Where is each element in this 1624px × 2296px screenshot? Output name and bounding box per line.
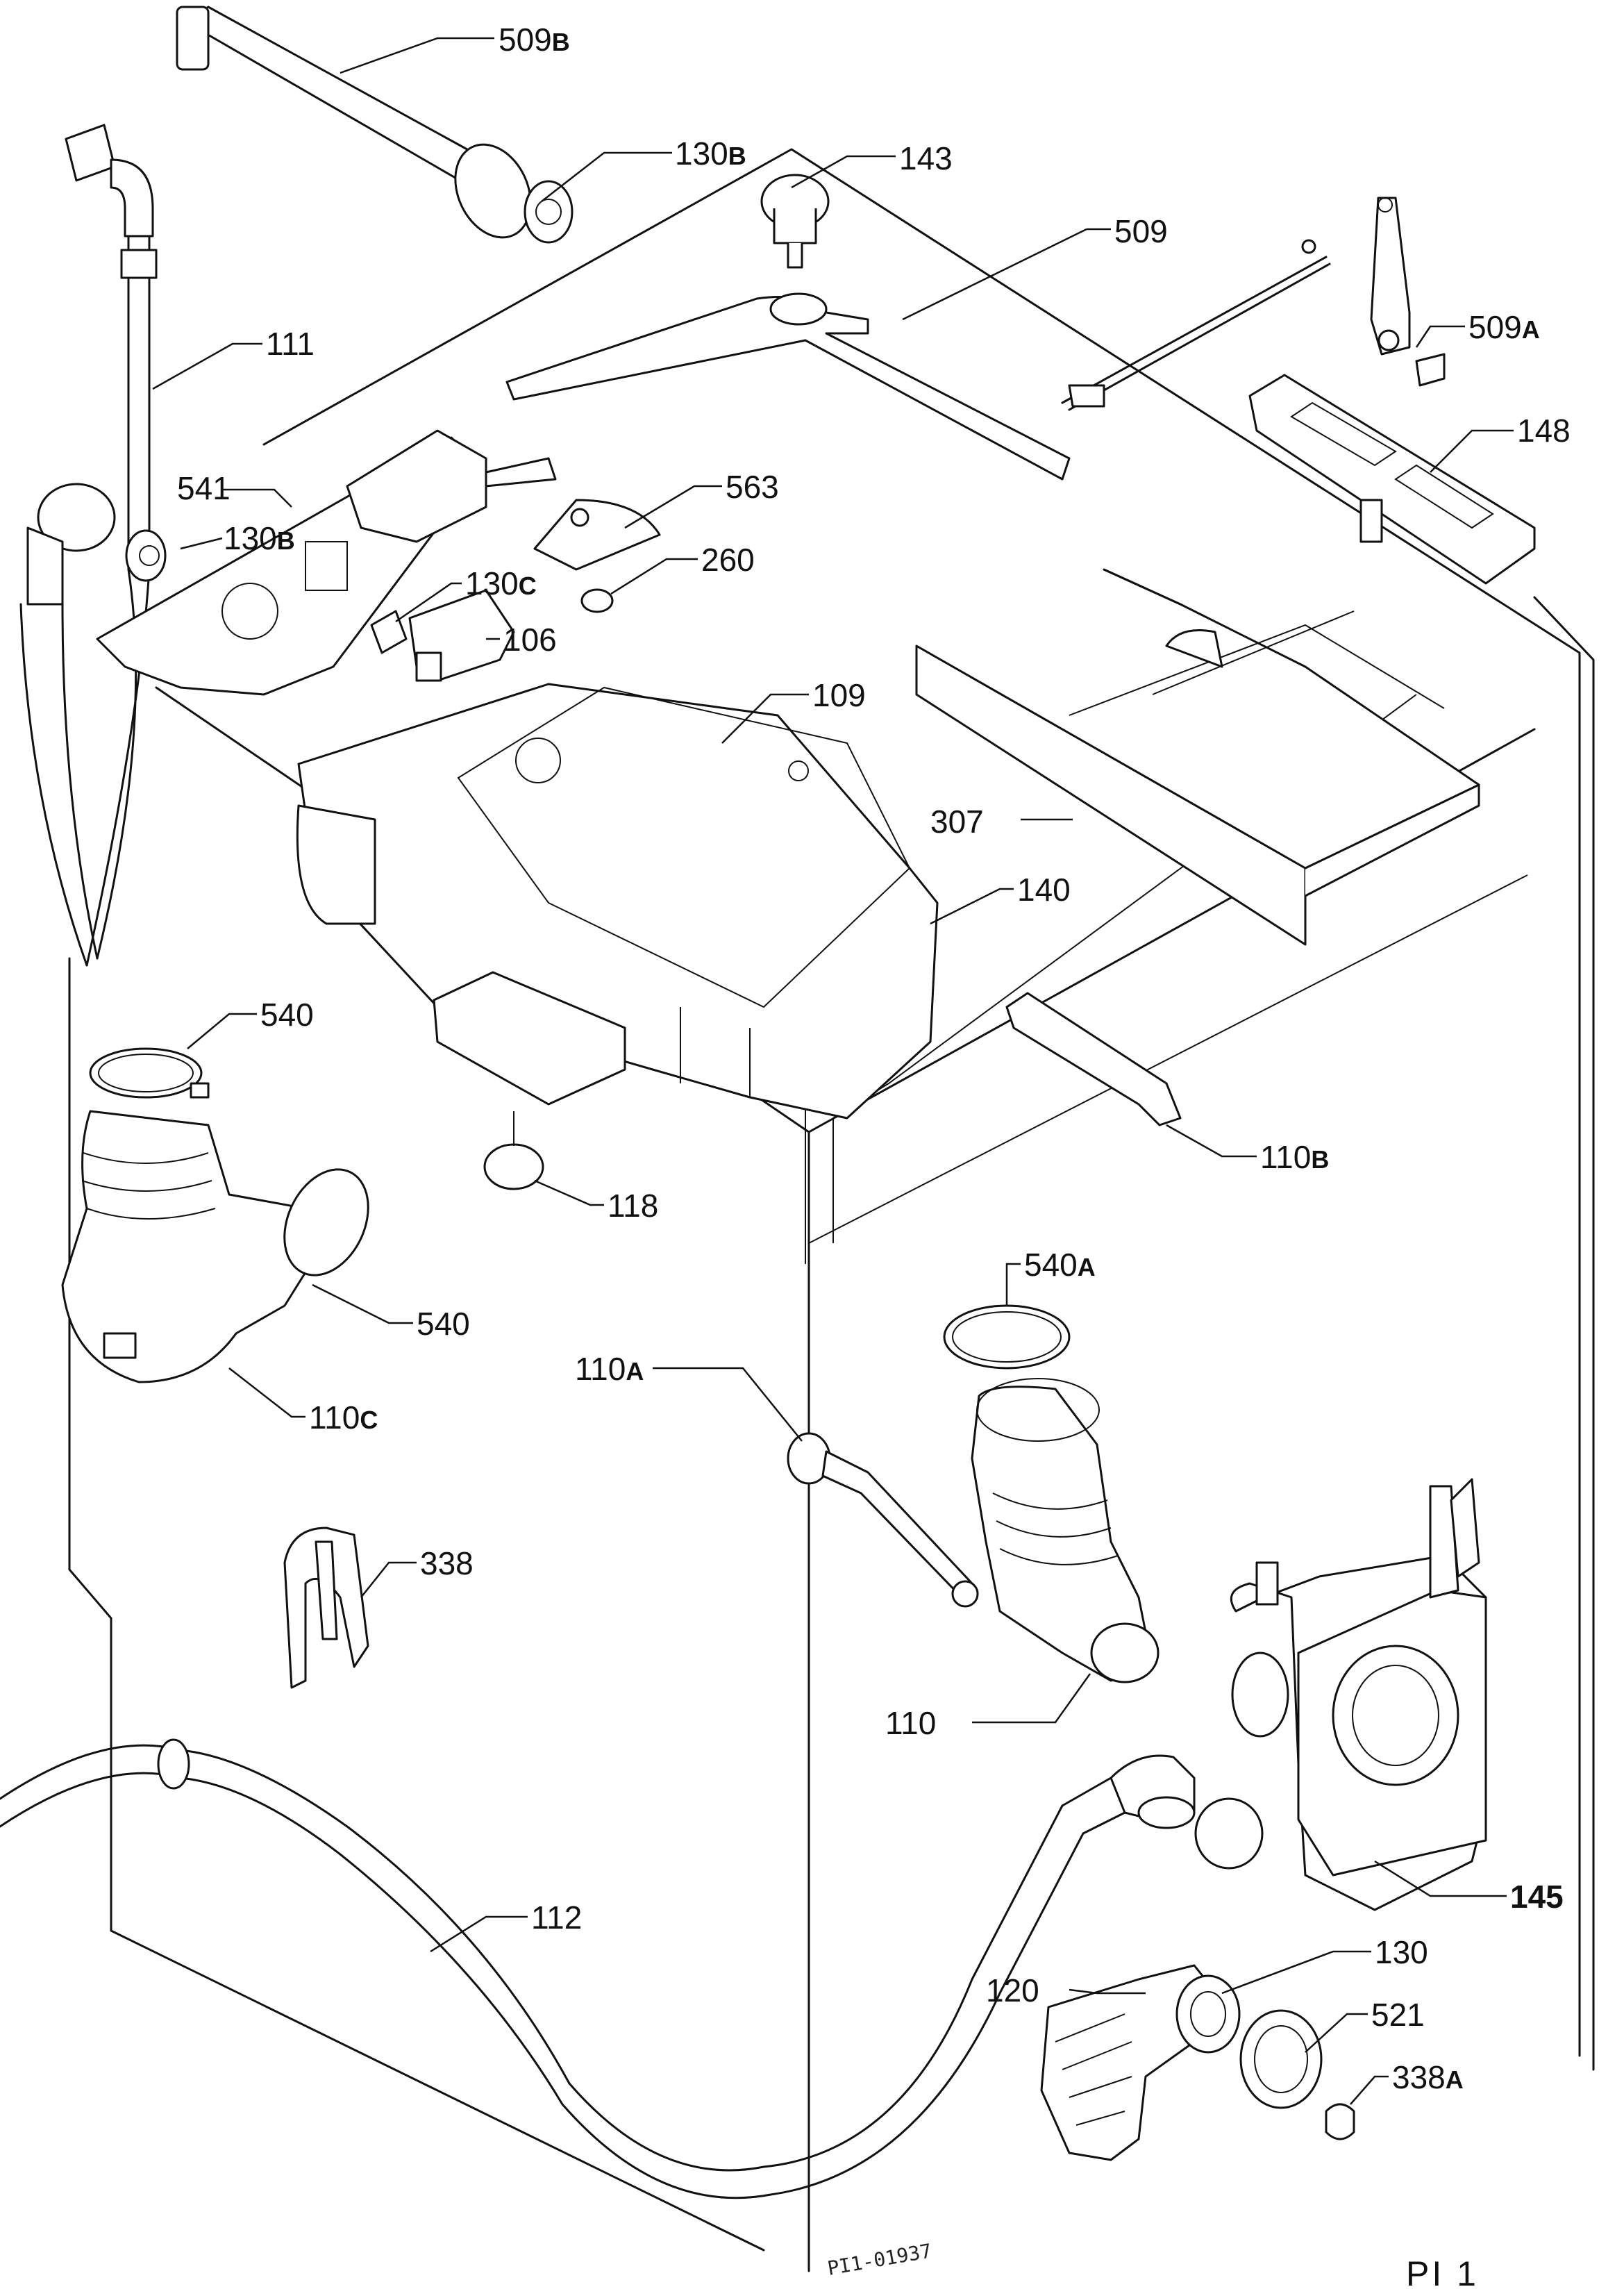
part-label-120: 120 <box>986 1972 1039 2008</box>
part-label-521: 521 <box>1371 1997 1425 2033</box>
part-label-111: 111 <box>266 326 315 362</box>
lever-509a <box>1370 197 1446 387</box>
knob-143 <box>760 174 830 269</box>
part-label-140: 140 <box>1017 872 1071 908</box>
part-label-509a: 509A <box>1468 309 1540 345</box>
part-label-338: 338 <box>420 1545 474 1581</box>
part-label-307: 307 <box>930 804 984 840</box>
drain-pump-145 <box>1194 1478 1487 1911</box>
nut-130b <box>125 529 167 582</box>
leader-lines <box>152 37 1514 2105</box>
sump-hose-540-110c <box>61 1047 369 1383</box>
part-label-130: 130 <box>1375 1934 1428 1970</box>
part-label-563: 563 <box>726 469 779 505</box>
part-label-509: 509 <box>1114 213 1168 249</box>
part-label-540-low: 540 <box>417 1306 470 1342</box>
part-label-540a: 540A <box>1024 1247 1096 1283</box>
clip-338 <box>283 1526 369 1689</box>
part-label-143: 143 <box>899 140 953 176</box>
plate-id: PI 1 <box>1406 2254 1479 2293</box>
part-label-130b-mid: 130B <box>224 520 295 556</box>
part-label-109: 109 <box>812 677 866 713</box>
dispenser-cap-148 <box>1248 374 1536 585</box>
part-label-541: 541 <box>177 470 231 506</box>
hose-110b <box>1005 992 1182 1126</box>
part-label-509b: 509B <box>499 22 570 58</box>
drain-hose-112 <box>0 1738 1196 2199</box>
bellows-110-540a <box>943 1304 1160 1683</box>
part-label-260: 260 <box>701 542 755 578</box>
part-label-130b-top: 130B <box>675 135 746 172</box>
part-label-110b: 110B <box>1260 1139 1330 1175</box>
part-label-106: 106 <box>503 622 557 658</box>
inlet-pipe-509b <box>176 6 574 244</box>
part-label-148: 148 <box>1517 413 1571 449</box>
part-label-110a: 110A <box>575 1351 644 1387</box>
part-label-118: 118 <box>608 1188 659 1224</box>
part-label-540-top: 540 <box>260 997 314 1033</box>
part-label-110c: 110C <box>309 1399 378 1436</box>
part-label-110: 110 <box>885 1705 937 1741</box>
inlet-hose-111 <box>65 124 158 571</box>
part-label-338a: 338A <box>1392 2059 1464 2095</box>
filter-assembly-120 <box>1040 1964 1355 2161</box>
hose-110a <box>787 1432 979 1608</box>
part-label-130c: 130C <box>465 565 537 601</box>
dispenser-housing-109-140 <box>296 683 939 1190</box>
valve-bracket-541 <box>96 429 557 696</box>
lever-509 <box>505 239 1331 481</box>
part-label-112: 112 <box>531 1899 583 1936</box>
small-parts-cluster <box>370 499 661 682</box>
part-label-145: 145 <box>1510 1879 1564 1915</box>
detergent-drawer-307 <box>915 568 1480 946</box>
